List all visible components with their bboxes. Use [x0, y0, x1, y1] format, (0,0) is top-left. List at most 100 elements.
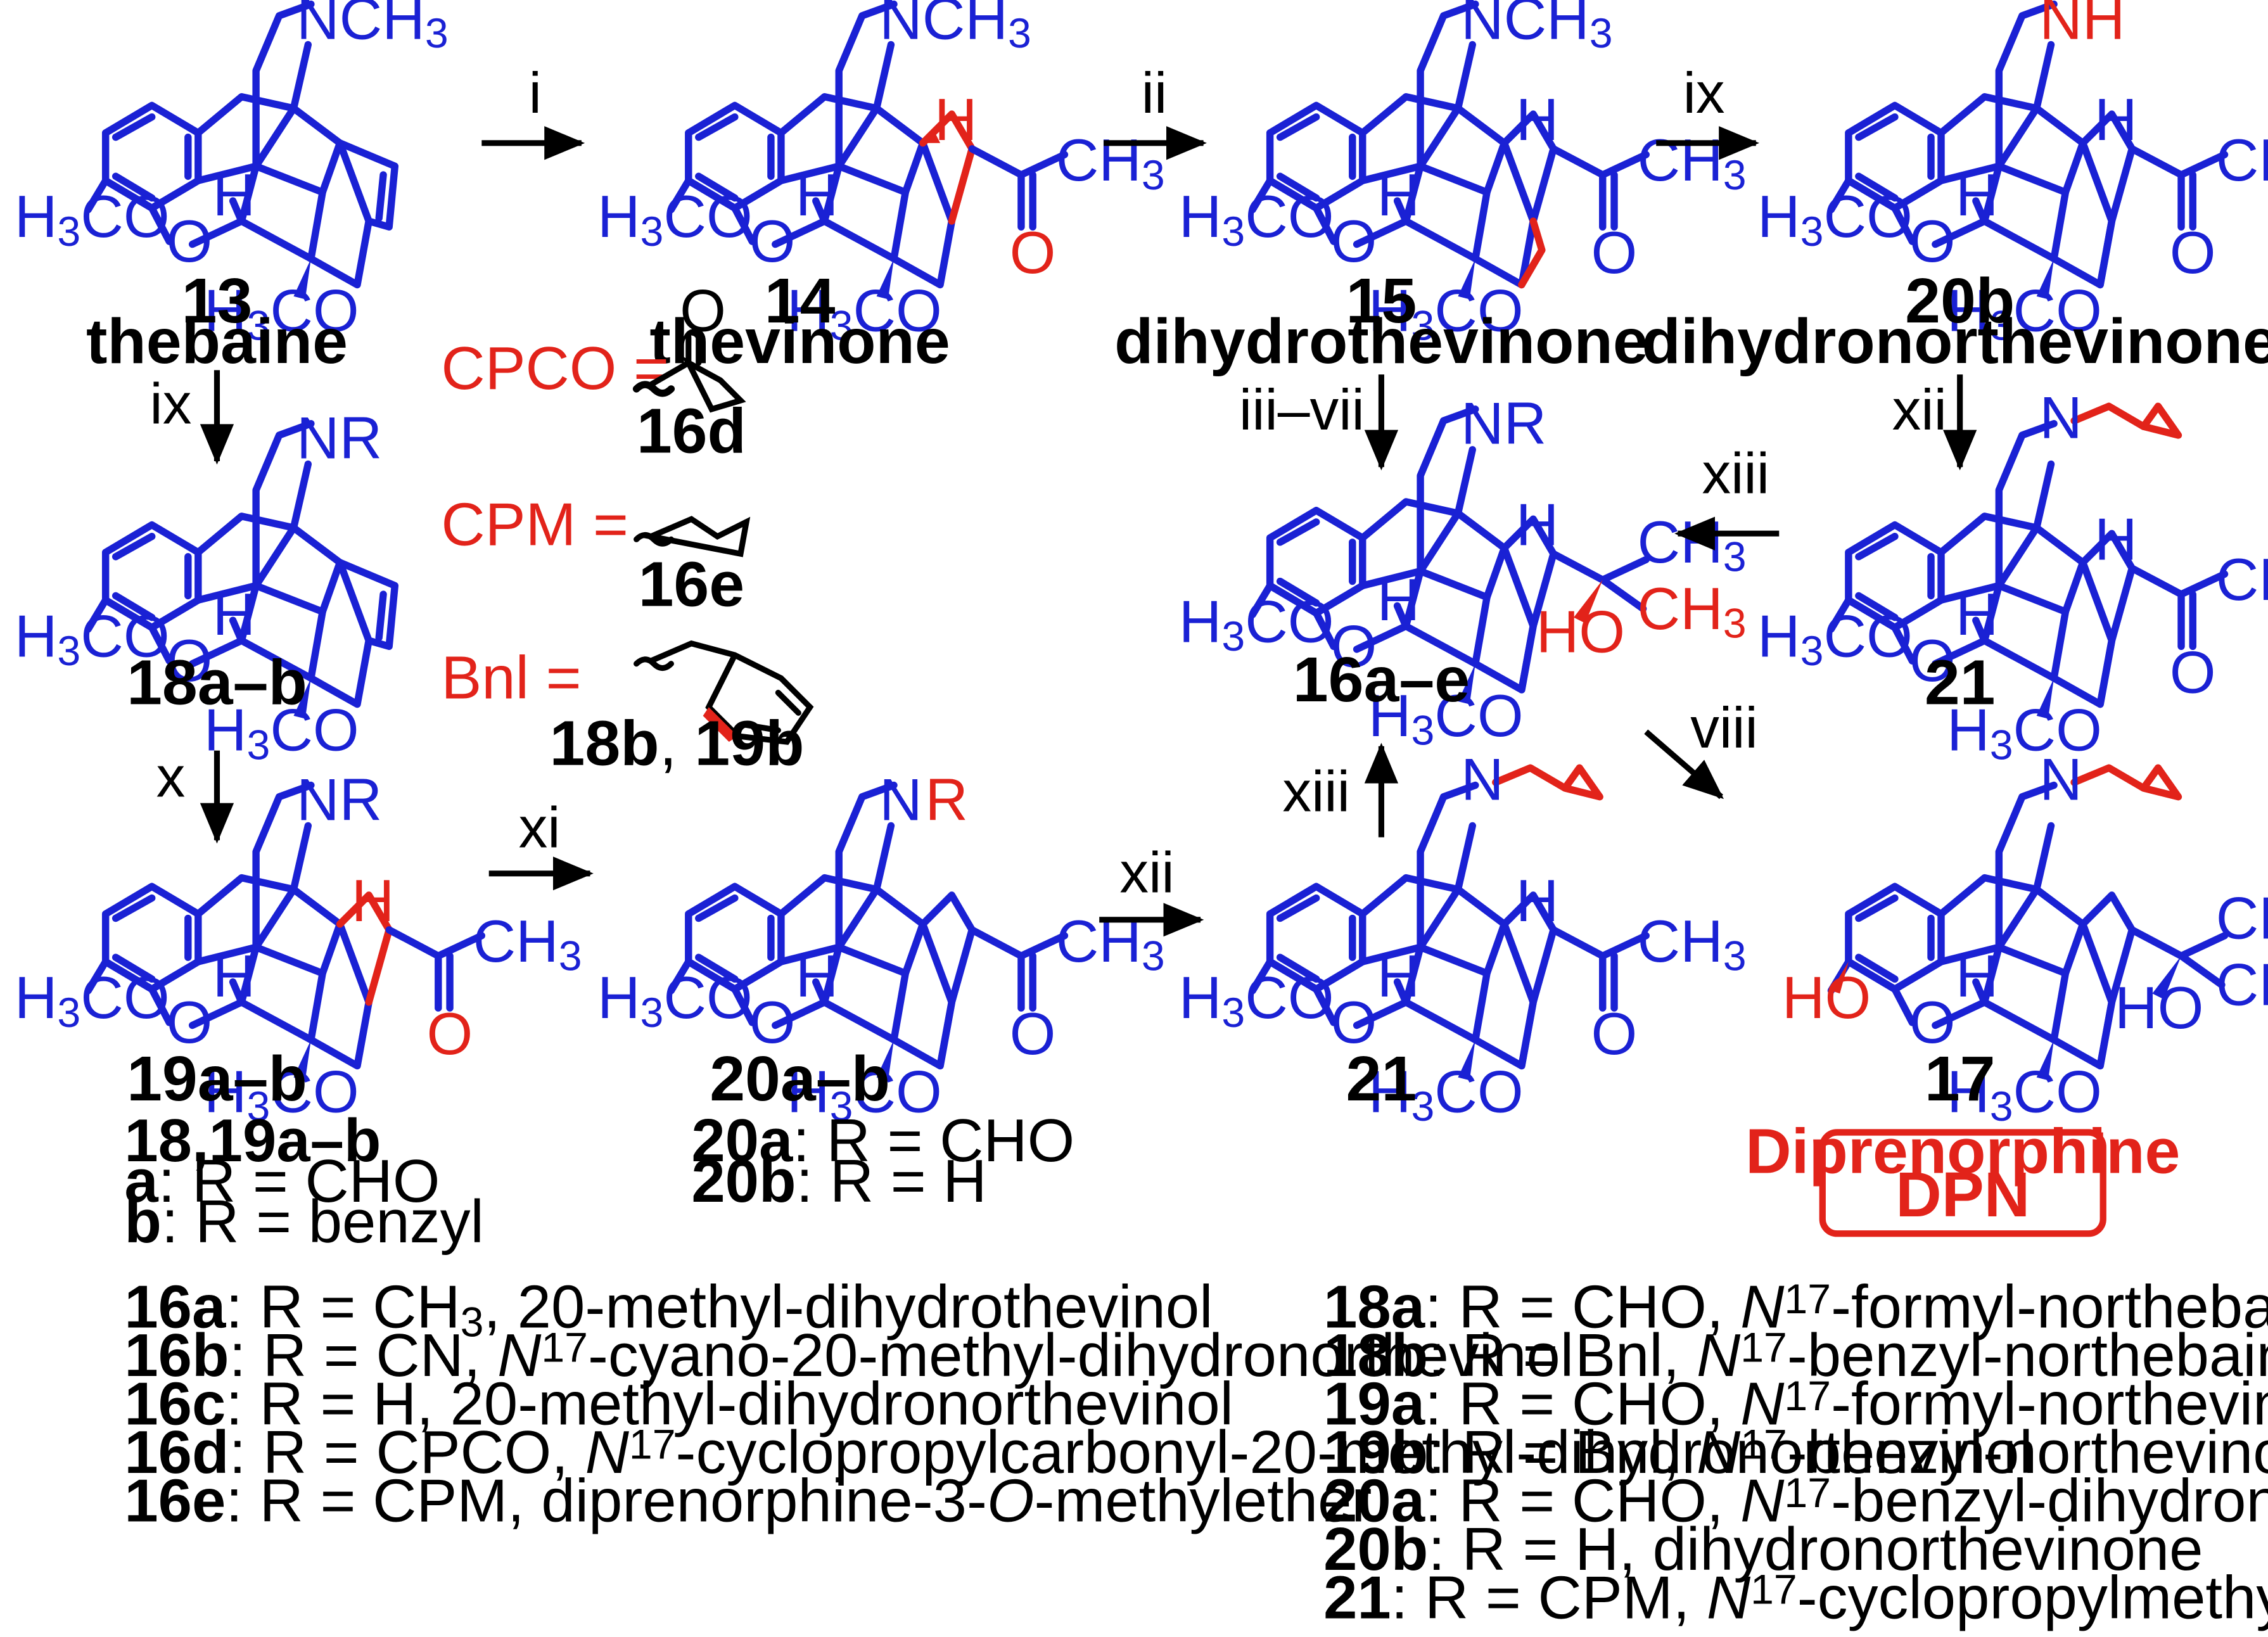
svg-text:O: O: [1010, 1000, 1056, 1067]
svg-text:H3CO: H3CO: [204, 1058, 359, 1130]
svg-text:16a–e: 16a–e: [1293, 644, 1470, 715]
svg-text:H3CO: H3CO: [1368, 277, 1524, 350]
svg-text:NR: NR: [296, 404, 382, 471]
compound-18-structure: NR H3CO O H H3CO: [15, 404, 399, 768]
svg-text:H: H: [1377, 162, 1420, 228]
methoxy-label: H3CO: [204, 277, 359, 350]
svg-text:CH3: CH3: [2216, 546, 2268, 618]
svg-text:Bnl =: Bnl =: [441, 644, 581, 711]
svg-text:i: i: [529, 61, 542, 125]
svg-text:H: H: [796, 943, 839, 1009]
svg-text:NR: NR: [1461, 390, 1546, 457]
svg-text:CH3: CH3: [2216, 127, 2268, 199]
svg-text:NR: NR: [296, 766, 382, 832]
svg-text:xii: xii: [1119, 840, 1174, 905]
compound-14-structure: NCH3 H3CO O H H H3CO CH3 O: [597, 0, 1165, 349]
svg-text:H: H: [1956, 162, 1999, 228]
svg-text:O: O: [1909, 989, 1956, 1055]
svg-text:CH3: CH3: [1638, 575, 1747, 647]
legend-entry: 19b: R = Bnl, N17-benzyl-northevinone: [1323, 1418, 2268, 1486]
svg-text:H: H: [1516, 867, 1559, 934]
compound-20b-structure: NH H3CO O H H H3CO CH3 O: [1757, 0, 2268, 349]
svg-text:H: H: [213, 943, 256, 1009]
svg-text:H3CO: H3CO: [597, 964, 753, 1036]
svg-text:CH3: CH3: [1638, 908, 1747, 980]
svg-text:H3CO: H3CO: [787, 1058, 942, 1130]
svg-text:O: O: [1591, 219, 1637, 286]
legend-entry: 16e: R = CPM, diprenorphine-3-O-methylet…: [124, 1467, 1372, 1535]
svg-text:N: N: [2039, 746, 2082, 812]
svg-text:NCH3: NCH3: [879, 0, 1031, 57]
svg-text:H: H: [1516, 86, 1559, 153]
svg-text:15: 15: [1346, 265, 1417, 336]
svg-text:18,19a–b: 18,19a–b: [124, 1107, 381, 1175]
step-labels: i ii ix ix iii–vii xii xiii x xi xii xii…: [150, 61, 1946, 905]
r-group: R: [925, 766, 968, 832]
compound-21-bottom-structure: N H3CO O H H H3CO CH3 O: [1179, 746, 1747, 1130]
svg-text:CPCO =: CPCO =: [441, 334, 669, 402]
svg-text:viii: viii: [1690, 696, 1758, 760]
svg-text:xiii: xiii: [1702, 441, 1770, 506]
legend-entry: 19a: R = CHO, N17-formyl-northevinone: [1323, 1370, 2268, 1438]
svg-text:H3CO: H3CO: [1179, 964, 1334, 1036]
legend-entry: 18a: R = CHO, N17-formyl-northebaine: [1323, 1273, 2268, 1341]
svg-text:H3CO: H3CO: [1179, 183, 1334, 255]
svg-text:H: H: [1956, 581, 1999, 647]
svg-text:20b: R = H: 20b: R = H: [691, 1147, 986, 1215]
reaction-arrows: [200, 126, 1977, 937]
svg-text:O: O: [2170, 219, 2216, 286]
svg-text:b: R = benzyl: b: R = benzyl: [124, 1188, 484, 1256]
n-methyl-label: NCH3: [296, 0, 449, 57]
svg-text:20a–b: 20a–b: [710, 1043, 890, 1114]
dpn-line-1: Diprenorphine: [1745, 1116, 2180, 1187]
svg-text:H3CO: H3CO: [1757, 602, 1913, 675]
svg-text:17: 17: [1925, 1043, 1996, 1114]
svg-text:HO: HO: [2115, 974, 2203, 1041]
compound-16-structure: NR H3CO O H H H3CO CH3 CH3 HO: [1179, 390, 1747, 755]
svg-text:18a–b: 18a–b: [127, 647, 307, 718]
svg-text:dihydrothevinone: dihydrothevinone: [1114, 306, 1648, 377]
svg-text:ix: ix: [1683, 61, 1725, 125]
svg-text:21: 21: [1925, 647, 1996, 718]
methoxy-label: H3CO: [15, 183, 170, 255]
h-label: H: [213, 162, 256, 228]
compound-name: thebaine: [86, 306, 348, 377]
svg-text:O: O: [1909, 627, 1956, 694]
svg-text:CH3: CH3: [1638, 509, 1747, 581]
legend-entry: 16c: R = H, 20-methyl-dihydronorthevinol: [124, 1370, 1233, 1438]
svg-text:O: O: [749, 208, 796, 274]
svg-text:H3CO: H3CO: [1947, 277, 2102, 350]
svg-text:NCH3: NCH3: [1461, 0, 1613, 57]
legend-entry: 20a: R = CHO, N17-benzyl-dihydronorthevi…: [1323, 1467, 2268, 1535]
svg-text:xi: xi: [519, 796, 561, 860]
svg-text:dihydronorthevinone: dihydronorthevinone: [1641, 306, 2268, 377]
svg-text:21: 21: [1346, 1043, 1417, 1114]
legend-left: 16a: R = CH3, 20-methyl-dihydrothevinol1…: [124, 1273, 2032, 1535]
diprenorphine-box: Diprenorphine DPN: [1745, 1116, 2180, 1237]
compound-21-top-structure: N H3CO O H H H3CO CH3 O: [1757, 385, 2268, 769]
svg-text:H3CO: H3CO: [1179, 588, 1334, 660]
compound-13-structure: NCH3 H3CO O H H3CO: [15, 0, 449, 349]
svg-text:16e: 16e: [639, 549, 745, 620]
svg-text:O: O: [1331, 989, 1377, 1055]
svg-text:ii: ii: [1142, 61, 1168, 125]
svg-text:NR: NR: [879, 766, 968, 832]
svg-text:H3CO: H3CO: [787, 277, 942, 350]
bnl-definition: Bnl = 18b, 19b: [441, 640, 814, 779]
svg-text:a: R = CHO: a: R = CHO: [124, 1147, 440, 1215]
svg-text:N: N: [1461, 746, 1504, 812]
svg-text:H3CO: H3CO: [1368, 1058, 1524, 1130]
legend-right: 18a: R = CHO, N17-formyl-northebaine18b:…: [1323, 1273, 2268, 1632]
svg-text:H3CO: H3CO: [1947, 697, 2102, 769]
r-definitions-18-19: 18,19a–b a: R = CHO b: R = benzyl: [124, 1107, 484, 1256]
r-definitions-20: 20a: R = CHO 20b: R = H: [691, 1107, 1074, 1215]
svg-text:H3CO: H3CO: [1757, 183, 1913, 255]
svg-text:iii–vii: iii–vii: [1239, 378, 1365, 442]
svg-text:O: O: [1010, 219, 1056, 286]
svg-text:xiii: xiii: [1282, 760, 1350, 824]
svg-text:ix: ix: [150, 372, 191, 436]
cpco-definition: CPCO = O 16d: [441, 277, 746, 467]
legend-entry: 16d: R = CPCO, N17-cyclopropylcarbonyl-2…: [124, 1418, 2032, 1486]
svg-text:O: O: [1909, 208, 1956, 274]
